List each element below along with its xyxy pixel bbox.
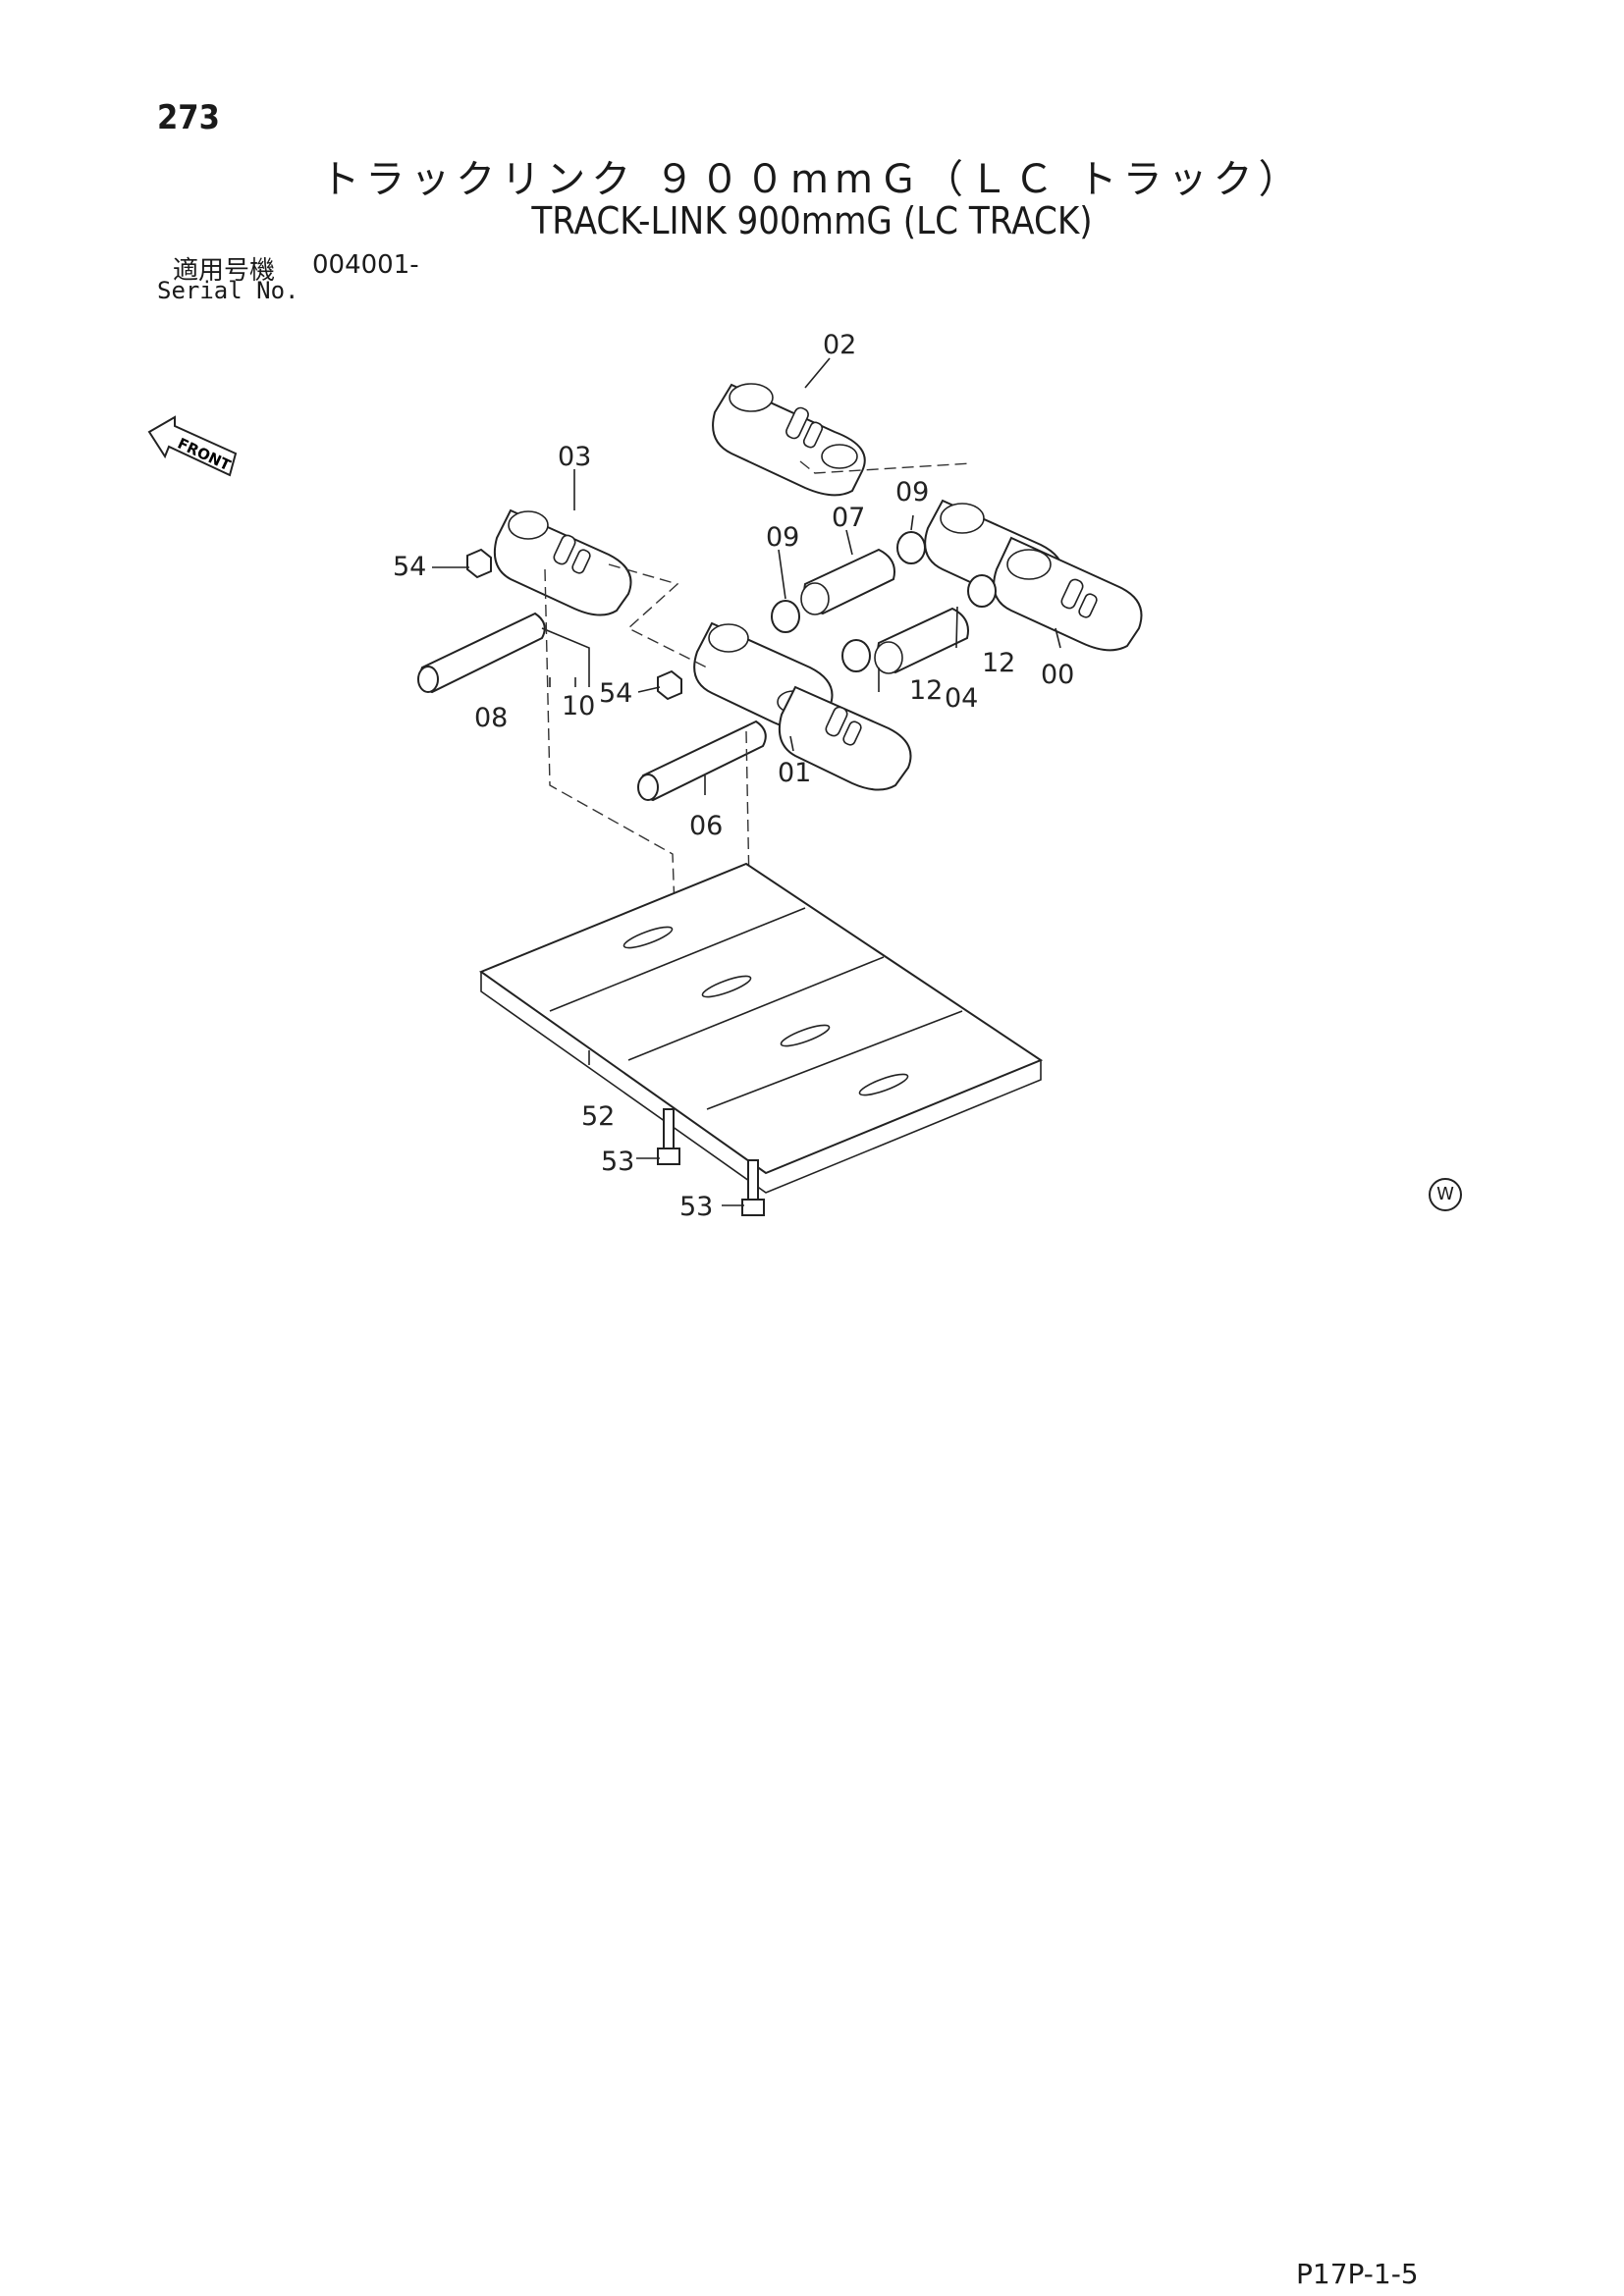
bolt-53-lower (741, 1159, 765, 1216)
callout-06: 06 (689, 811, 723, 841)
callout-01: 01 (778, 758, 811, 788)
callout-54-top: 54 (393, 552, 426, 582)
page-number: 273 (157, 98, 220, 137)
track-shoe-52 (478, 862, 1044, 1194)
track-link-02 (712, 383, 866, 497)
bolt-53-upper (657, 1108, 680, 1165)
track-link-01 (693, 621, 912, 791)
alignment-lines (544, 460, 973, 992)
bushing-07 (800, 548, 895, 615)
w-symbol-icon: W (1429, 1178, 1462, 1211)
callout-12-left: 12 (909, 675, 943, 706)
callout-02: 02 (823, 330, 856, 360)
callout-09-left: 09 (766, 522, 799, 553)
pin-08 (417, 612, 546, 694)
page-code: P17P-1-5 (1296, 2258, 1419, 2290)
serial-value: 004001- (312, 250, 419, 280)
seal-09-left (771, 600, 800, 633)
nut-54-mid (657, 669, 682, 701)
serial-label-japanese: 適用号機 (173, 256, 276, 286)
seal-12-right (967, 574, 997, 608)
callout-53-upper: 53 (601, 1147, 634, 1177)
callout-08: 08 (474, 703, 508, 733)
callout-52: 52 (581, 1101, 615, 1132)
track-link-03 (493, 508, 632, 616)
nut-54-top (466, 548, 492, 579)
callout-03: 03 (558, 442, 591, 472)
track-link-00 (924, 499, 1143, 652)
callout-09-right: 09 (895, 477, 929, 507)
leader-lines (432, 357, 1061, 1206)
callout-07: 07 (832, 503, 865, 533)
front-arrow-icon: FRONT (147, 415, 238, 477)
retainer-pin-10 (541, 627, 590, 687)
serial-label-english: Serial No. (157, 277, 299, 304)
pin-06 (637, 720, 767, 802)
callout-53-lower: 53 (679, 1192, 713, 1222)
callout-54-mid: 54 (599, 678, 632, 709)
title-japanese: トラックリンク ９００mmＧ（ＬＣ トラック） (320, 157, 1304, 202)
bushing-04 (874, 607, 969, 674)
callout-00: 00 (1041, 660, 1074, 690)
callout-12-right: 12 (982, 648, 1015, 678)
callout-10: 10 (562, 691, 595, 721)
seal-09-right (896, 531, 926, 564)
title-english: TRACK-LINK 900mmG (LC TRACK) (531, 199, 1093, 242)
callout-04: 04 (945, 683, 978, 714)
seal-12-left (841, 639, 871, 672)
